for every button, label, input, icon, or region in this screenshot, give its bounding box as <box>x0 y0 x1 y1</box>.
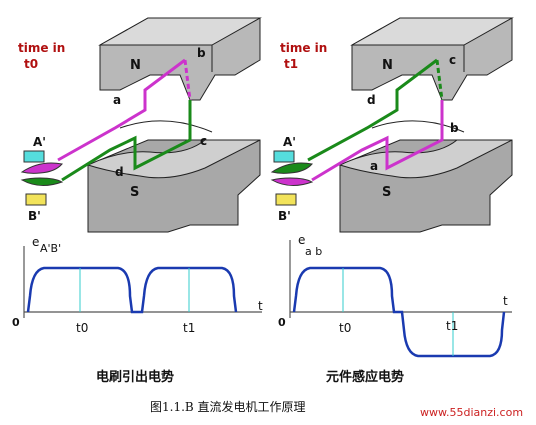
time-label-line2: t0 <box>24 57 38 71</box>
south-pole-label: S <box>382 185 391 200</box>
graph-ylabel-sub: a b <box>305 245 322 258</box>
subtitle-element-emf: 元件感应电势 <box>326 369 404 385</box>
waveform-rectified <box>26 266 238 314</box>
armature-coil <box>307 58 444 182</box>
north-pole-magnet: N <box>350 17 514 101</box>
brush-a <box>273 150 295 163</box>
conductor-label-d: d <box>115 165 124 179</box>
graph-ylabel: e <box>298 233 305 247</box>
conductor-label-d: d <box>367 93 376 107</box>
panel-left: time in t0 N S a b c d <box>12 17 263 385</box>
brush-a <box>23 150 45 163</box>
brush-label-a: A' <box>283 135 296 149</box>
south-pole-magnet: S <box>338 120 513 233</box>
time-label-line1: time in <box>280 41 327 55</box>
tick-t0: t0 <box>339 321 351 335</box>
commutator <box>20 162 64 186</box>
brush-label-a: A' <box>33 135 46 149</box>
armature-coil <box>57 58 192 182</box>
tick-t0: t0 <box>76 321 88 335</box>
figure-caption: 图1.1.B 直流发电机工作原理 <box>150 399 306 414</box>
conductor-label-a: a <box>113 93 121 107</box>
graph-xlabel: t <box>503 294 508 308</box>
conductor-label-a: a <box>370 159 378 173</box>
panel-right: time in t1 N S d c b a A' B' <box>270 17 514 385</box>
south-pole-magnet: S <box>86 120 261 233</box>
tick-t1: t1 <box>446 319 458 333</box>
brush-b <box>275 193 297 206</box>
graph-ylabel-sub: A'B' <box>40 242 61 255</box>
emf-graph-brush: e A'B' t 0 t0 t1 <box>12 235 263 335</box>
north-pole-label: N <box>130 58 141 73</box>
conductor-label-c: c <box>200 134 207 148</box>
waveform-alternating <box>292 266 506 358</box>
emf-graph-element: e a b t 0 t0 t1 <box>278 233 512 358</box>
tick-t1: t1 <box>183 321 195 335</box>
graph-ylabel: e <box>32 235 39 249</box>
brush-label-b: B' <box>278 209 291 223</box>
subtitle-brush-emf: 电刷引出电势 <box>96 369 174 385</box>
time-label-line1: time in <box>18 41 65 55</box>
conductor-label-c: c <box>449 53 456 67</box>
south-pole-label: S <box>130 185 139 200</box>
conductor-label-b: b <box>450 121 459 135</box>
watermark: www.55dianzi.com <box>420 406 523 419</box>
north-pole-magnet: N <box>98 17 262 101</box>
north-pole-label: N <box>382 58 393 73</box>
graph-origin: 0 <box>12 316 20 329</box>
time-label-line2: t1 <box>284 57 298 71</box>
conductor-label-b: b <box>197 46 206 60</box>
graph-xlabel: t <box>258 299 263 313</box>
graph-origin: 0 <box>278 316 286 329</box>
brush-b <box>25 193 47 206</box>
brush-label-b: B' <box>28 209 41 223</box>
commutator <box>270 162 314 186</box>
